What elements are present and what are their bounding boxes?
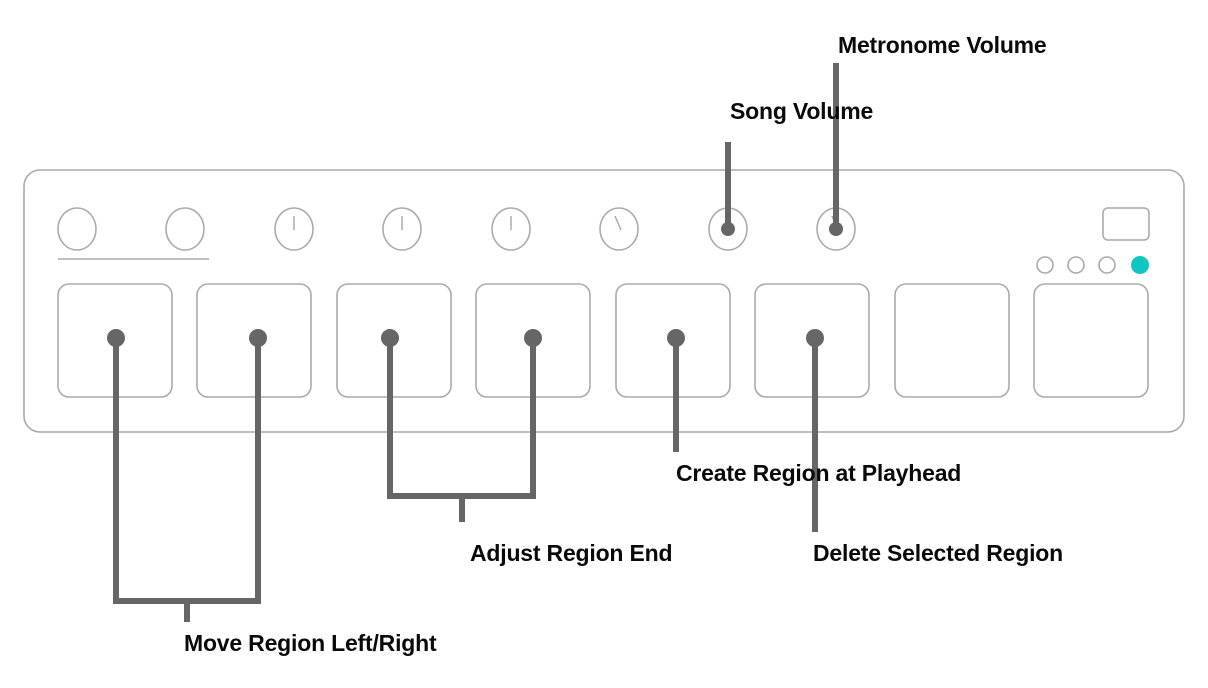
callout-delete-selected-region bbox=[806, 329, 824, 532]
device-chassis-group bbox=[23, 169, 1185, 433]
callout-create-region-at-playhead bbox=[667, 329, 685, 452]
callout-adjust-region-end bbox=[381, 329, 542, 522]
callout-label-metronome-volume: Metronome Volume bbox=[838, 32, 1047, 58]
knob-2[interactable] bbox=[165, 207, 205, 251]
knob-1[interactable] bbox=[57, 207, 97, 251]
display-screen[interactable] bbox=[1102, 207, 1150, 241]
knob-5[interactable] bbox=[491, 207, 531, 251]
led-4-active bbox=[1131, 256, 1149, 274]
callout-line-adjust-region-end bbox=[387, 338, 536, 522]
callout-move-region-left-right bbox=[107, 329, 267, 622]
pad-8[interactable] bbox=[1033, 283, 1149, 398]
callout-dot-metronome-volume-1 bbox=[829, 222, 843, 236]
device-chassis bbox=[23, 169, 1185, 433]
callout-song-volume bbox=[721, 142, 735, 236]
callout-label-move-region-left-right: Move Region Left/Right bbox=[184, 630, 437, 656]
knobs-row bbox=[57, 207, 856, 251]
callout-line-move-region-left-right bbox=[113, 338, 261, 622]
callout-label-create-region-at-playhead: Create Region at Playhead bbox=[676, 460, 962, 486]
pad-7[interactable] bbox=[894, 283, 1010, 398]
callout-dot-move-region-left-right-1 bbox=[107, 329, 125, 347]
led-indicator-row bbox=[1036, 256, 1149, 274]
knob-6-indicator bbox=[614, 215, 622, 231]
knob-6[interactable] bbox=[599, 207, 639, 251]
callout-dot-song-volume-1 bbox=[721, 222, 735, 236]
led-2 bbox=[1067, 256, 1085, 274]
callout-leader-lines bbox=[107, 63, 843, 622]
callout-label-delete-selected-region: Delete Selected Region bbox=[813, 540, 1063, 566]
callout-dot-adjust-region-end-2 bbox=[524, 329, 542, 347]
knob-4[interactable] bbox=[382, 207, 422, 251]
callout-dot-move-region-left-right-2 bbox=[249, 329, 267, 347]
callout-dot-adjust-region-end-1 bbox=[381, 329, 399, 347]
led-1 bbox=[1036, 256, 1054, 274]
callout-label-adjust-region-end: Adjust Region End bbox=[470, 540, 673, 566]
callout-dot-delete-selected-region-1 bbox=[806, 329, 824, 347]
callout-dot-create-region-at-playhead-1 bbox=[667, 329, 685, 347]
led-3 bbox=[1098, 256, 1116, 274]
knob-3[interactable] bbox=[274, 207, 314, 251]
callout-metronome-volume bbox=[829, 63, 843, 236]
callout-label-song-volume: Song Volume bbox=[730, 98, 874, 124]
